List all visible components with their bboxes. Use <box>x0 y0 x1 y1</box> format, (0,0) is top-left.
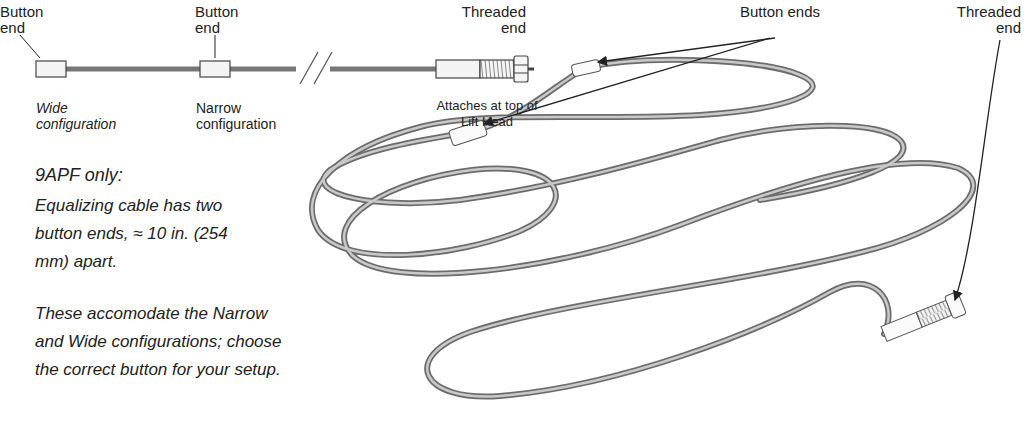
label: Wide configuration <box>36 100 131 132</box>
cable-schematic <box>20 35 534 84</box>
label: Threaded end <box>440 4 526 36</box>
label: These accomodate the Narrow and Wide con… <box>35 300 295 384</box>
label: Narrow configuration <box>196 100 291 132</box>
threaded-end <box>880 291 967 345</box>
label: Threaded end <box>935 4 1021 36</box>
label: Button end <box>0 4 70 36</box>
leader-lines <box>484 38 1000 300</box>
cable-coil <box>312 60 973 397</box>
label: Button ends <box>735 4 825 20</box>
label: Equalizing cable has two button ends, ≈ … <box>35 192 250 276</box>
label: Attaches at top of Lift Head <box>432 98 542 130</box>
label: Button end <box>195 4 265 36</box>
label: 9APF only: <box>35 162 235 188</box>
